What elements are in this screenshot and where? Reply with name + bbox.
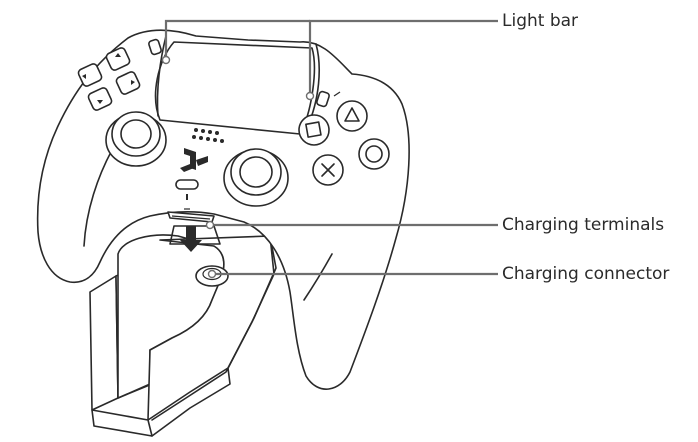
right-thumbstick xyxy=(223,148,289,207)
charging-connector-label: Charging connector xyxy=(502,264,670,284)
left-thumbstick xyxy=(105,111,167,167)
square-button-icon xyxy=(298,114,330,146)
light-bar-label: Light bar xyxy=(502,11,579,31)
circle-button-icon xyxy=(358,138,390,170)
triangle-button-icon xyxy=(336,100,368,132)
cross-button-icon xyxy=(312,154,344,186)
down-arrow-icon xyxy=(180,226,202,252)
speaker-grille xyxy=(192,128,224,143)
charging-stand xyxy=(89,225,277,437)
charging-terminals-label: Charging terminals xyxy=(502,215,665,235)
d-pad xyxy=(77,47,141,111)
controller xyxy=(36,29,410,390)
face-buttons xyxy=(298,100,390,186)
playstation-logo-icon xyxy=(180,148,208,172)
callout-leaders xyxy=(161,19,498,279)
